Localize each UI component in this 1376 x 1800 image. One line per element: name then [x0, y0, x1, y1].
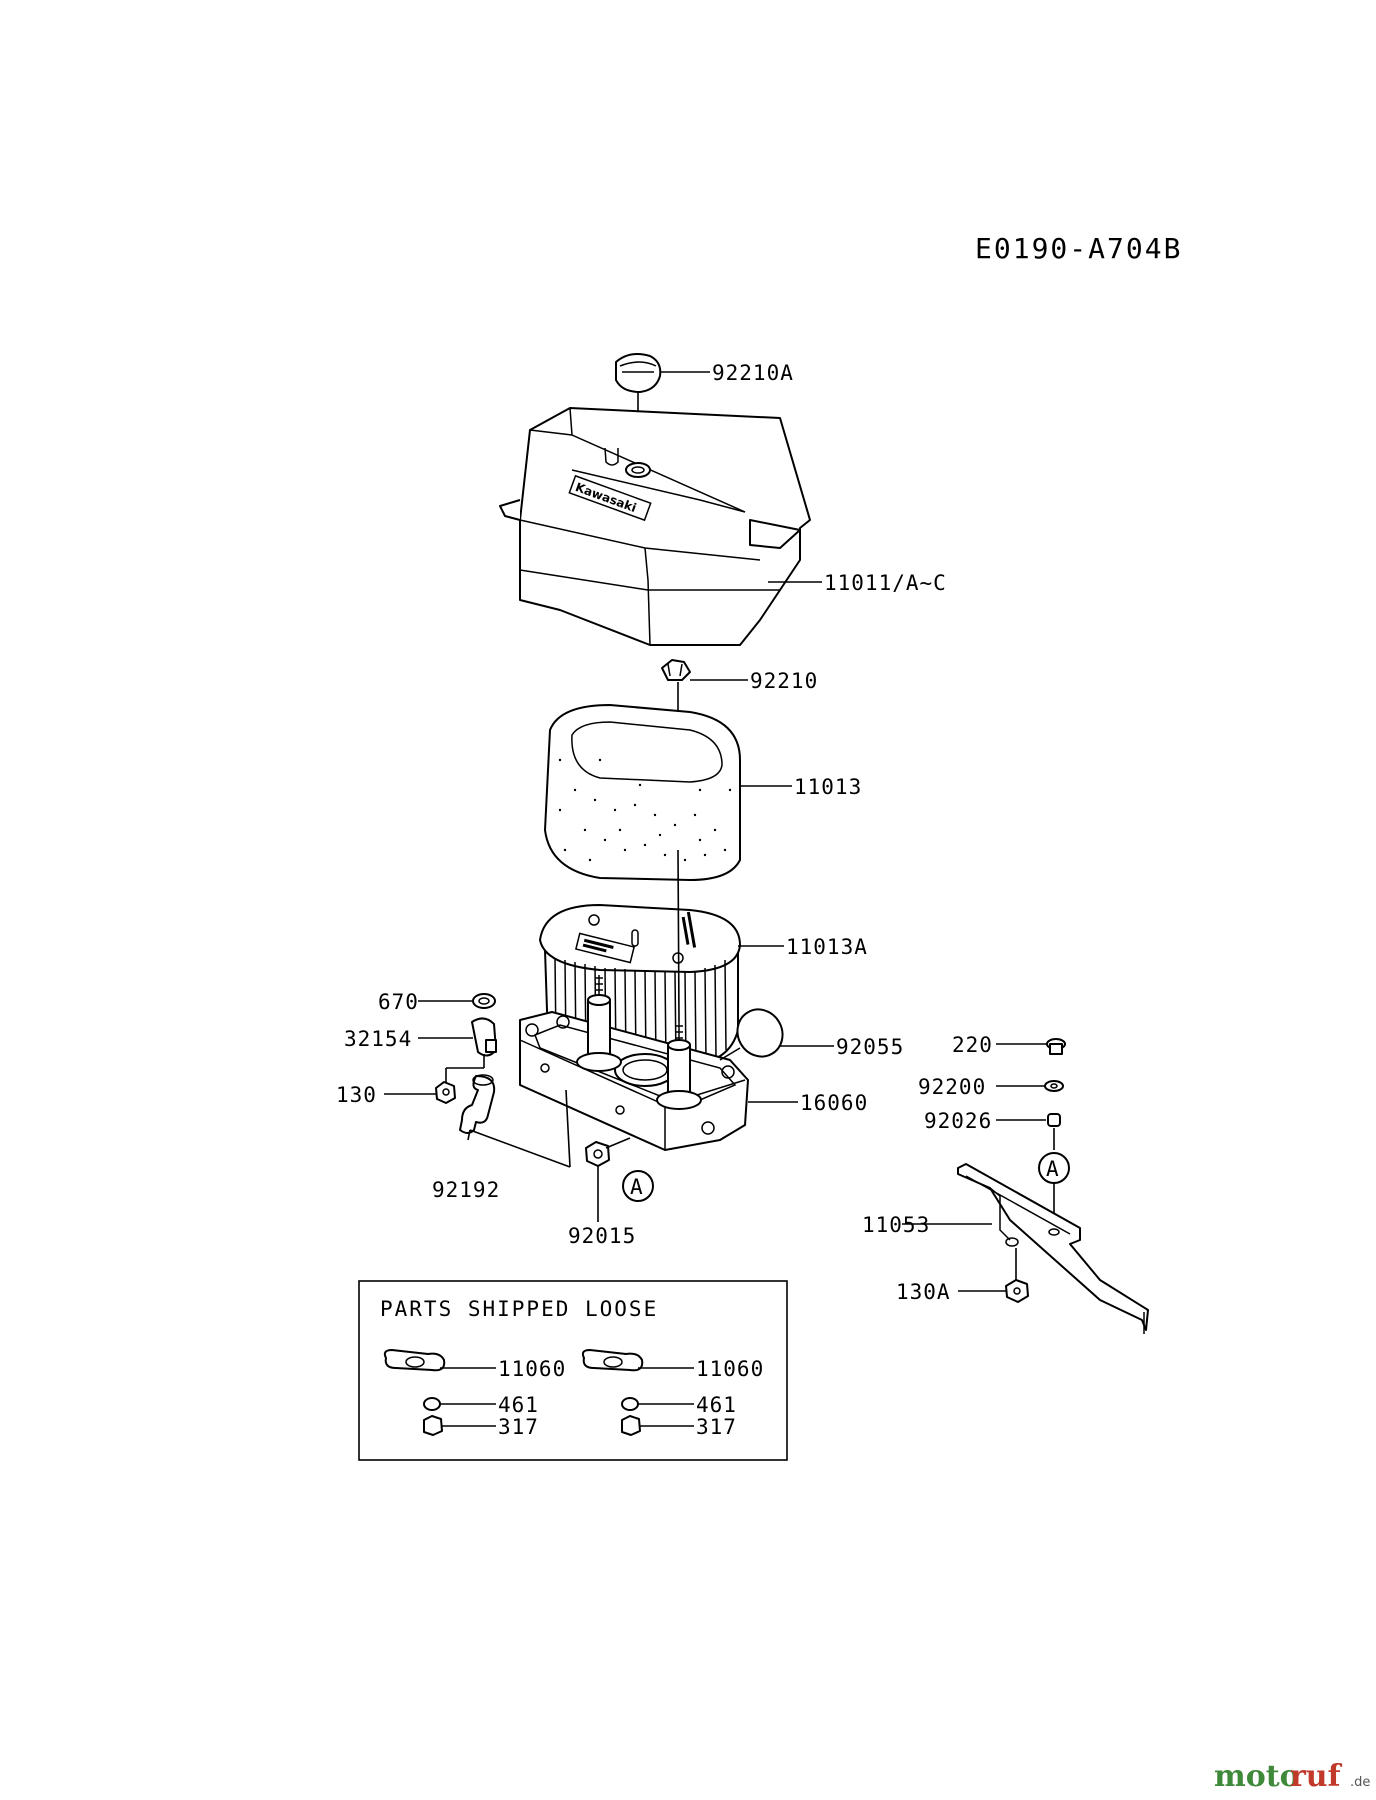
label-cap-knob: 92210A	[712, 361, 794, 385]
label-fitting: 32154	[344, 1027, 412, 1051]
air-cleaner-cover-part: Kawasaki	[499, 407, 811, 646]
label-nut-bottom: 92015	[568, 1224, 636, 1248]
label-nut-bracket: 130A	[896, 1280, 951, 1304]
label-loose-gasket-1: 11060	[498, 1357, 566, 1381]
air-cleaner-base-part	[519, 975, 749, 1151]
o-ring-part	[736, 1008, 784, 1058]
svg-text:A: A	[1046, 1157, 1060, 1181]
svg-text:moto: moto	[1214, 1759, 1300, 1794]
diagram-code: E0190-A704B	[975, 232, 1182, 265]
filter-element-part	[539, 904, 741, 1066]
ref-marker-a-left: A	[622, 1170, 654, 1202]
wing-nut-part	[661, 659, 691, 681]
label-loose-nut-1: 317	[498, 1415, 539, 1439]
nut-left-part	[435, 1081, 456, 1104]
label-loose-nut-2: 317	[696, 1415, 737, 1439]
hose-part	[459, 1074, 496, 1134]
label-wing-nut: 92210	[750, 669, 818, 693]
bracket-part	[957, 1163, 1149, 1334]
label-base: 16060	[800, 1091, 868, 1115]
svg-text:.de: .de	[1350, 1775, 1370, 1790]
svg-text:ruf: ruf	[1290, 1759, 1343, 1794]
cap-knob-part	[615, 353, 662, 393]
motoruf-watermark-logo: moto ruf .de	[1214, 1759, 1370, 1794]
loose-box-title: PARTS SHIPPED LOOSE	[380, 1297, 658, 1321]
label-loose-gasket-2: 11060	[696, 1357, 764, 1381]
pre-cleaner-part	[544, 704, 741, 881]
pre-cleaner-dots	[558, 758, 732, 862]
label-bracket: 11053	[862, 1213, 930, 1237]
parts-shipped-loose-box: PARTS SHIPPED LOOSE 11060 461 317 11060 …	[358, 1280, 788, 1461]
label-filter-element: 11013A	[786, 935, 868, 959]
label-hose: 92192	[432, 1178, 500, 1202]
label-collar: 92026	[924, 1109, 992, 1133]
collar-part	[1047, 1113, 1061, 1127]
svg-text:A: A	[630, 1175, 644, 1199]
label-cover: 11011/A~C	[824, 571, 947, 595]
label-gasket-small: 670	[378, 990, 419, 1014]
gasket-small-part	[472, 993, 496, 1009]
label-o-ring: 92055	[836, 1035, 904, 1059]
washer-part	[1044, 1080, 1064, 1092]
nut-bottom-part	[585, 1141, 610, 1167]
ref-marker-a-right: A	[1038, 1152, 1070, 1184]
label-nut-left: 130	[336, 1083, 377, 1107]
label-loose-washer-1: 461	[498, 1393, 539, 1417]
bolt-part	[1046, 1038, 1066, 1055]
nut-bracket-part	[1005, 1279, 1029, 1303]
label-washer: 92200	[918, 1075, 986, 1099]
fitting-part	[471, 1017, 497, 1057]
label-pre-cleaner: 11013	[794, 775, 862, 799]
label-loose-washer-2: 461	[696, 1393, 737, 1417]
label-bolt: 220	[952, 1033, 993, 1057]
